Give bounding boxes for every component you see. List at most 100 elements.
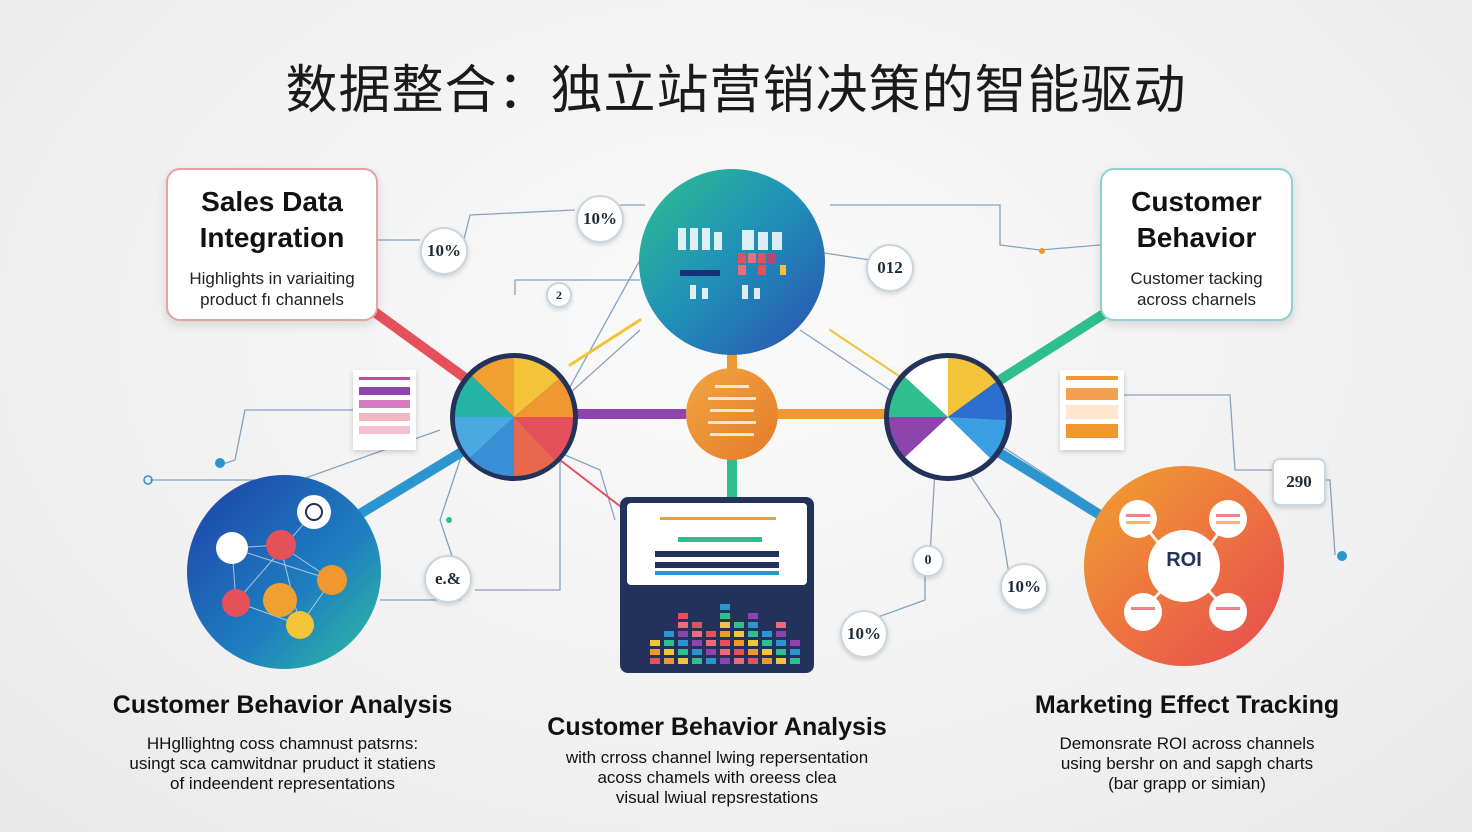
box-desc: Highlights in variaiting	[189, 269, 355, 288]
dashboard-bar-cell	[776, 631, 786, 637]
box-desc: across charnels	[1136, 290, 1257, 309]
customer-behavior-box: Customer Behavior Customer tacking acros…	[1100, 168, 1293, 321]
percent-badge: 10%	[1000, 563, 1048, 611]
dashboard-bar-cell	[762, 649, 772, 655]
dashboard-bar-cell	[748, 658, 758, 664]
caption-line: with crross channel lwing repersentation	[565, 748, 869, 767]
dashboard-bar-cell	[692, 649, 702, 655]
number-badge: 0	[912, 545, 944, 577]
number-badge: 012	[866, 244, 914, 292]
dashboard-bar-cell	[762, 631, 772, 637]
caption-center: Customer Behavior Analysis with crross c…	[530, 712, 904, 808]
dashboard-bar-cell	[706, 658, 716, 664]
dashboard-bar-cell	[720, 622, 730, 628]
dashboard-bar-cell	[650, 658, 660, 664]
caption-line: Demonsrate ROI across channels	[1059, 734, 1315, 753]
left-pie-chart	[450, 353, 578, 481]
dashboard-bar-cell	[720, 640, 730, 646]
dashboard-bar-cell	[650, 640, 660, 646]
wire-end-dot	[215, 458, 225, 468]
box-title: Sales Data	[201, 186, 343, 217]
dashboard-bar-cell	[664, 649, 674, 655]
percent-badge: 10%	[840, 610, 888, 658]
dashboard-bar-cell	[748, 622, 758, 628]
dashboard-bar-cell	[734, 649, 744, 655]
wire-end-dot	[1039, 248, 1045, 254]
caption-line: using bershr on and sapgh charts	[1060, 754, 1314, 773]
dashboard-bar-cell	[720, 649, 730, 655]
number-badge: 2	[546, 282, 572, 308]
wire-end-dot	[143, 475, 153, 485]
dashboard-bar-cell	[734, 640, 744, 646]
caption-line: visual lwiual repsrestations	[615, 788, 819, 807]
dashboard-bar-cell	[776, 640, 786, 646]
sales-data-integration-box: Sales Data Integration Highlights in var…	[166, 168, 378, 321]
value-card-badge: 290	[1272, 458, 1326, 506]
caption-line: of indeendent representations	[170, 774, 395, 793]
dashboard-bar-cell	[720, 631, 730, 637]
right-roi-circle	[1084, 466, 1284, 666]
dashboard-bar-cell	[706, 631, 716, 637]
caption-right: Marketing Effect Tracking Demonsrate ROI…	[1020, 690, 1354, 794]
dashboard-bar-cell	[692, 631, 702, 637]
dashboard-bar-cell	[664, 658, 674, 664]
top-hub-circle	[639, 169, 825, 355]
dashboard-bar-cell	[790, 649, 800, 655]
wire-end-dot	[446, 517, 452, 523]
caption-title: Marketing Effect Tracking	[1034, 691, 1340, 719]
dashboard-bar-cell	[762, 658, 772, 664]
dashboard-bar-cell	[776, 649, 786, 655]
box-title: Behavior	[1136, 222, 1257, 253]
dashboard-bar-cell	[720, 604, 730, 610]
mini-chart-card-right	[1060, 370, 1124, 450]
dashboard-bar-cell	[678, 622, 688, 628]
roi-label: ROI	[1166, 549, 1202, 571]
box-desc: Customer tacking	[1130, 269, 1263, 288]
caption-left: Customer Behavior Analysis HHgllightng c…	[110, 690, 455, 794]
value-badge: e.&	[424, 555, 472, 603]
dashboard-bar-cell	[706, 640, 716, 646]
dashboard-bar-cell	[762, 640, 772, 646]
dashboard-bar-cell	[748, 613, 758, 619]
dashboard-bar-cell	[664, 640, 674, 646]
percent-badge: 10%	[576, 195, 624, 243]
dashboard-bar-cell	[790, 658, 800, 664]
dashboard-bar-cell	[678, 640, 688, 646]
box-title: Customer	[1131, 186, 1262, 217]
caption-title: Customer Behavior Analysis	[547, 713, 887, 741]
dashboard-bar-cell	[748, 640, 758, 646]
dashboard-bar-cell	[734, 622, 744, 628]
dashboard-bar-cell	[748, 649, 758, 655]
dashboard-bar-cell	[706, 649, 716, 655]
dashboard-bar-cell	[748, 631, 758, 637]
caption-line: (bar grapp or simian)	[1108, 774, 1266, 793]
box-desc: product fı channels	[200, 290, 344, 309]
dashboard-bar-cell	[776, 658, 786, 664]
percent-badge: 10%	[420, 227, 468, 275]
dashboard-bar-cell	[664, 631, 674, 637]
dashboard-bar-cell	[650, 649, 660, 655]
dashboard-bar-cell	[734, 658, 744, 664]
dashboard-bar-cell	[692, 640, 702, 646]
mini-chart-card-left	[353, 370, 416, 450]
dashboard-bar-cell	[678, 649, 688, 655]
dashboard-bar-cell	[720, 613, 730, 619]
wire-end-dot	[1337, 551, 1347, 561]
center-hub	[686, 368, 778, 460]
dashboard-panel	[620, 497, 814, 673]
caption-line: acoss chamels with oreess clea	[597, 768, 837, 787]
dashboard-bar-cell	[692, 658, 702, 664]
dashboard-bar-cell	[678, 613, 688, 619]
page-title: 数据整合：独立站营销决策的智能驱动	[285, 61, 1187, 121]
caption-title: Customer Behavior Analysis	[112, 691, 453, 719]
dashboard-bar-cell	[776, 622, 786, 628]
dashboard-bar-cell	[734, 631, 744, 637]
dashboard-bar-cell	[678, 631, 688, 637]
dashboard-bar-cell	[692, 622, 702, 628]
left-network-circle	[187, 475, 381, 669]
dashboard-bar-cell	[790, 640, 800, 646]
caption-line: HHgllightng coss chamnust patsrns:	[146, 734, 419, 753]
caption-line: usingt sca camwitdnar pruduct it statien…	[129, 754, 436, 773]
thick-connectors	[345, 300, 1115, 525]
